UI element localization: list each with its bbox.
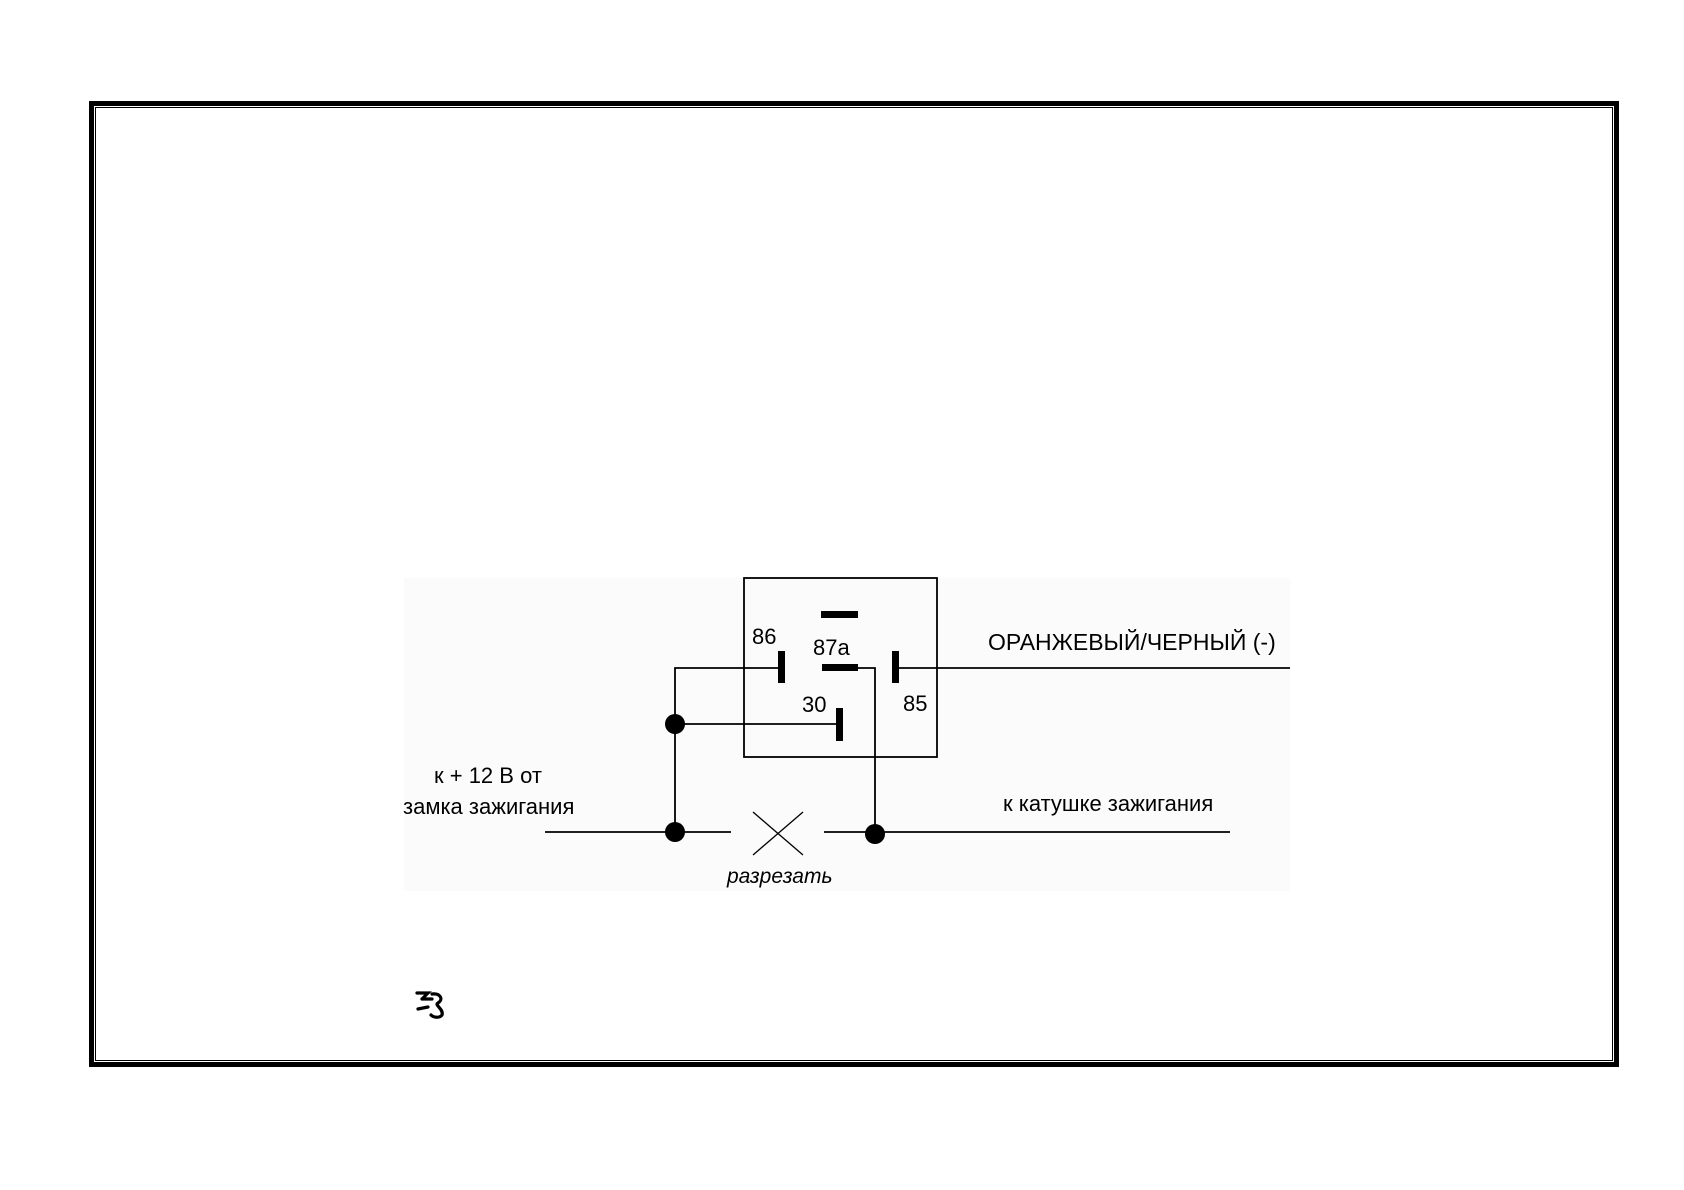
- cut-label: разрезать: [727, 865, 833, 888]
- junction-dot: [865, 824, 885, 844]
- pin-label-30: 30: [802, 692, 827, 717]
- relay-contact-86: [778, 651, 785, 683]
- junction-dot: [665, 714, 685, 734]
- page-frame-inner: [95, 107, 1613, 1061]
- source-label-line1: к + 12 В от: [434, 763, 542, 788]
- relay-contact-87a: [822, 664, 858, 671]
- relay-contact-87: [821, 611, 858, 618]
- wire-label-orange-black: ОРАНЖЕВЫЙ/ЧЕРНЫЙ (-): [988, 629, 1276, 655]
- cut-wire-symbol-icon: [415, 991, 444, 1019]
- cut-mark-icon: [752, 811, 804, 856]
- source-label-line2: замка зажигания: [403, 794, 575, 819]
- pin-label-85: 85: [903, 691, 928, 716]
- relay-contact-30: [836, 708, 843, 741]
- page-frame-outer: [89, 101, 1619, 1067]
- wire-86: [674, 667, 778, 832]
- diagram-area: [404, 578, 1290, 891]
- pin-label-87a: 87a: [813, 635, 850, 660]
- junction-dot: [665, 822, 685, 842]
- relay-contact-85: [892, 651, 899, 683]
- wire-87a: [858, 667, 876, 832]
- pin-label-86: 86: [752, 624, 777, 649]
- coil-label: к катушке зажигания: [1003, 791, 1214, 816]
